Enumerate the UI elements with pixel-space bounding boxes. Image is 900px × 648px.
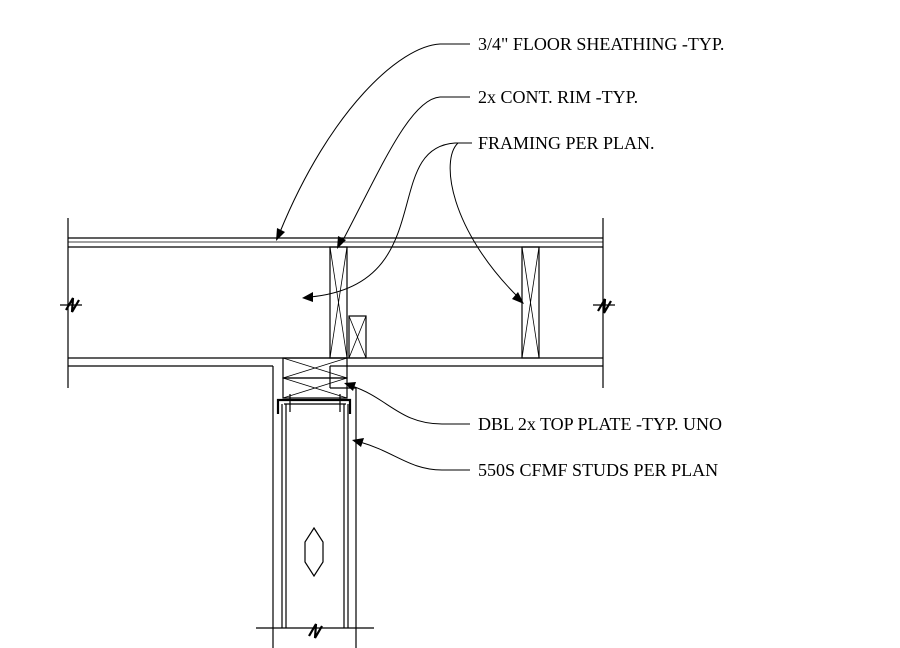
top-track [276, 398, 352, 414]
leader-top-plate [351, 385, 470, 425]
cfmf-stud [276, 394, 352, 639]
stud-knockout-hole [304, 526, 324, 578]
blocking-member [348, 315, 367, 359]
note-framing: FRAMING PER PLAN. [478, 133, 655, 153]
note-floor-sheathing: 3/4" FLOOR SHEATHING -TYP. [478, 34, 724, 54]
leader-lines [276, 43, 524, 471]
double-top-plate [282, 357, 348, 399]
note-top-plate: DBL 2x TOP PLATE -TYP. UNO [478, 414, 722, 434]
break-symbol-right [593, 298, 615, 314]
cont-rim-board [329, 246, 348, 359]
leader-framing-left [309, 142, 472, 298]
leader-cont-rim [341, 96, 470, 243]
leader-floor-sheathing [279, 43, 470, 233]
floor-framing-member [521, 246, 540, 359]
leader-studs [359, 441, 470, 471]
break-symbol-left [60, 297, 82, 313]
note-studs: 550S CFMF STUDS PER PLAN [478, 460, 718, 480]
leader-framing-right [449, 142, 520, 299]
wall-finish [256, 366, 374, 648]
note-cont-rim: 2x CONT. RIM -TYP. [478, 87, 638, 107]
